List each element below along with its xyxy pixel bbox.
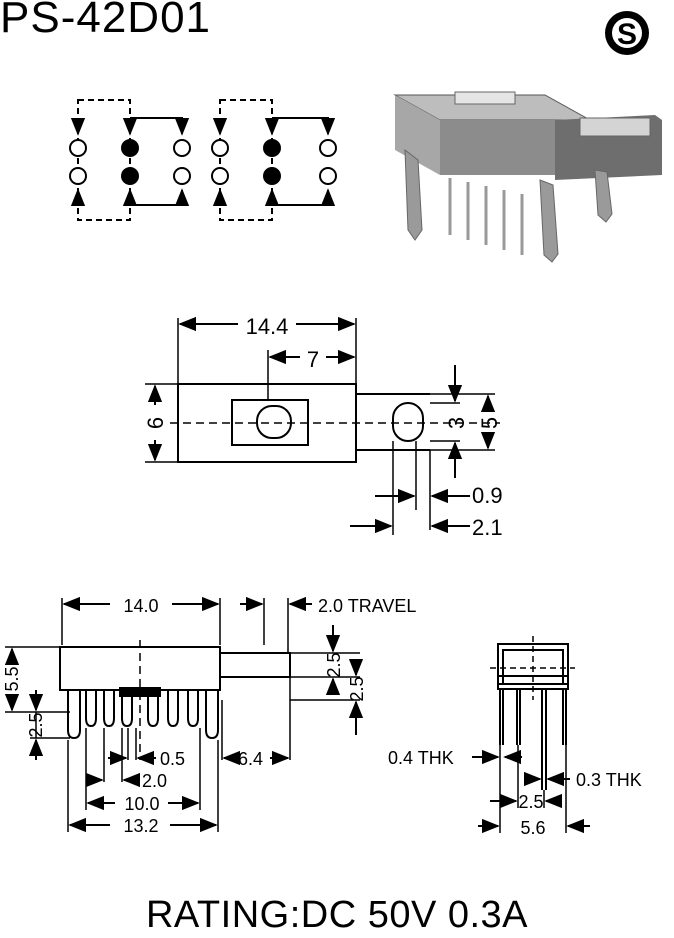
dim-pin-height: 2.5	[26, 712, 46, 737]
schematic-dash-box-1	[77, 99, 131, 221]
side-view-knob	[219, 652, 291, 678]
switch-product-illustration	[393, 91, 662, 263]
dim-travel: 2.0 TRAVEL	[318, 596, 416, 616]
top-view-drawing	[145, 316, 500, 535]
dim-knob-width: 3	[444, 417, 469, 429]
dim-knob-length: 2.1	[472, 515, 503, 540]
dim-pin-spacing: 2.5	[518, 792, 543, 812]
side-view-drawing	[4, 596, 364, 833]
dim-knob-extension: 6.4	[238, 749, 263, 769]
s-logo-icon: S	[605, 11, 649, 55]
dim-knob-a: 2.5	[324, 652, 344, 677]
dim-knob-offset: 0.9	[472, 483, 503, 508]
dim-pitch: 2.0	[142, 771, 167, 791]
top-view-knob	[392, 402, 424, 442]
contacts-group-2	[211, 139, 337, 185]
dim-knob-height: 5	[477, 417, 502, 429]
dim-end-width: 5.6	[520, 818, 545, 838]
dim-thk-left: 0.4 THK	[388, 748, 454, 768]
dim-body-height: 6	[143, 417, 168, 429]
dim-height-total: 5.5	[2, 666, 22, 691]
side-view-pins	[67, 690, 219, 740]
schematic-dash-box-2	[219, 99, 273, 221]
top-view-actuator	[256, 405, 292, 439]
dim-thk-right: 0.3 THK	[576, 770, 642, 790]
circuit-schematic	[69, 99, 337, 221]
logo-letter: S	[617, 18, 637, 51]
part-number-title: PS-42D01	[0, 0, 212, 42]
side-view-dimension-labels: 14.0 2.0 TRAVEL 5.5 2.5 2.5 2.5 0.5 2.0 …	[2, 596, 416, 836]
dim-pin-width: 0.5	[160, 749, 185, 769]
dim-side-length: 14.0	[123, 596, 158, 616]
contacts-group-1	[69, 139, 191, 185]
rating-label: RATING:DC 50V 0.3A	[145, 894, 529, 936]
dim-knob-b: 2.5	[347, 676, 367, 701]
end-view-dimension-labels: 0.4 THK 0.3 THK 2.5 5.6	[388, 748, 642, 838]
end-view-drawing	[472, 636, 590, 834]
dim-overall: 13.2	[123, 816, 158, 836]
dim-slot-length: 7	[307, 347, 319, 372]
dim-pin-span: 10.0	[124, 794, 159, 814]
dim-overall-length: 14.4	[246, 314, 289, 339]
top-view-dimension-labels: 14.4 7 6 3 5 0.9 2.1	[143, 314, 503, 540]
